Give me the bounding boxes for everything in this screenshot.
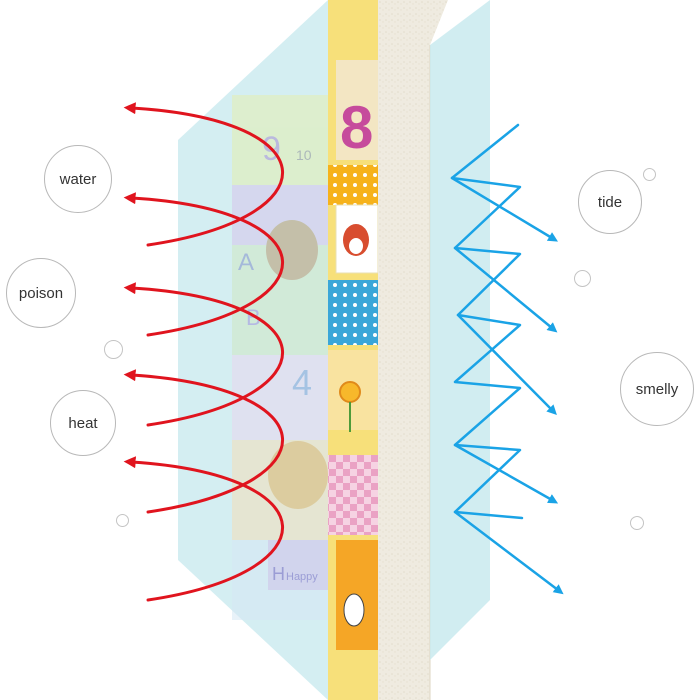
red-arrow-1 (123, 102, 284, 247)
red-arrow-3 (123, 282, 284, 427)
blue-arrow-1 (450, 123, 524, 520)
mat-number-10: 10 (296, 147, 312, 163)
sunflower-icon (339, 381, 361, 403)
foam-core-layer (378, 0, 448, 700)
mat-number-4: 4 (292, 362, 312, 403)
label-smelly: smelly (620, 352, 694, 426)
mat-letter-b: B (246, 305, 261, 330)
small-bubble (574, 270, 591, 287)
blue-arrows (450, 123, 564, 595)
faded-happy-block (268, 540, 328, 590)
label-poison: poison (6, 258, 76, 328)
small-bubble (116, 514, 129, 527)
red-arrow-4 (123, 369, 284, 514)
label-tide: tide (578, 170, 642, 234)
faded-lion (268, 441, 328, 509)
blue-arrow-head-2 (453, 246, 558, 333)
mat-letter-h: H (272, 564, 285, 584)
red-arrow-2 (123, 192, 284, 337)
small-bubble (104, 340, 123, 359)
label-heat: heat (50, 390, 116, 456)
zebra-icon (343, 593, 365, 627)
red-arrow-5 (123, 456, 284, 602)
mat-word-happy: Happy (286, 571, 318, 583)
small-bubble (643, 168, 656, 181)
printed-mat-surface: 8 (328, 0, 379, 700)
faded-bear (266, 220, 318, 280)
red-arrows (123, 102, 284, 602)
blue-arrow-head-4 (453, 443, 559, 504)
small-bubble (630, 516, 644, 530)
mat-letter-a: A (238, 249, 254, 276)
blue-arrow-head-5 (453, 510, 564, 595)
label-water: water (44, 145, 112, 213)
right-film-layer (430, 0, 490, 660)
blue-arrow-head-1 (450, 176, 559, 242)
blue-arrow-head-3 (456, 313, 557, 415)
mat-number-8: 8 (340, 94, 373, 161)
